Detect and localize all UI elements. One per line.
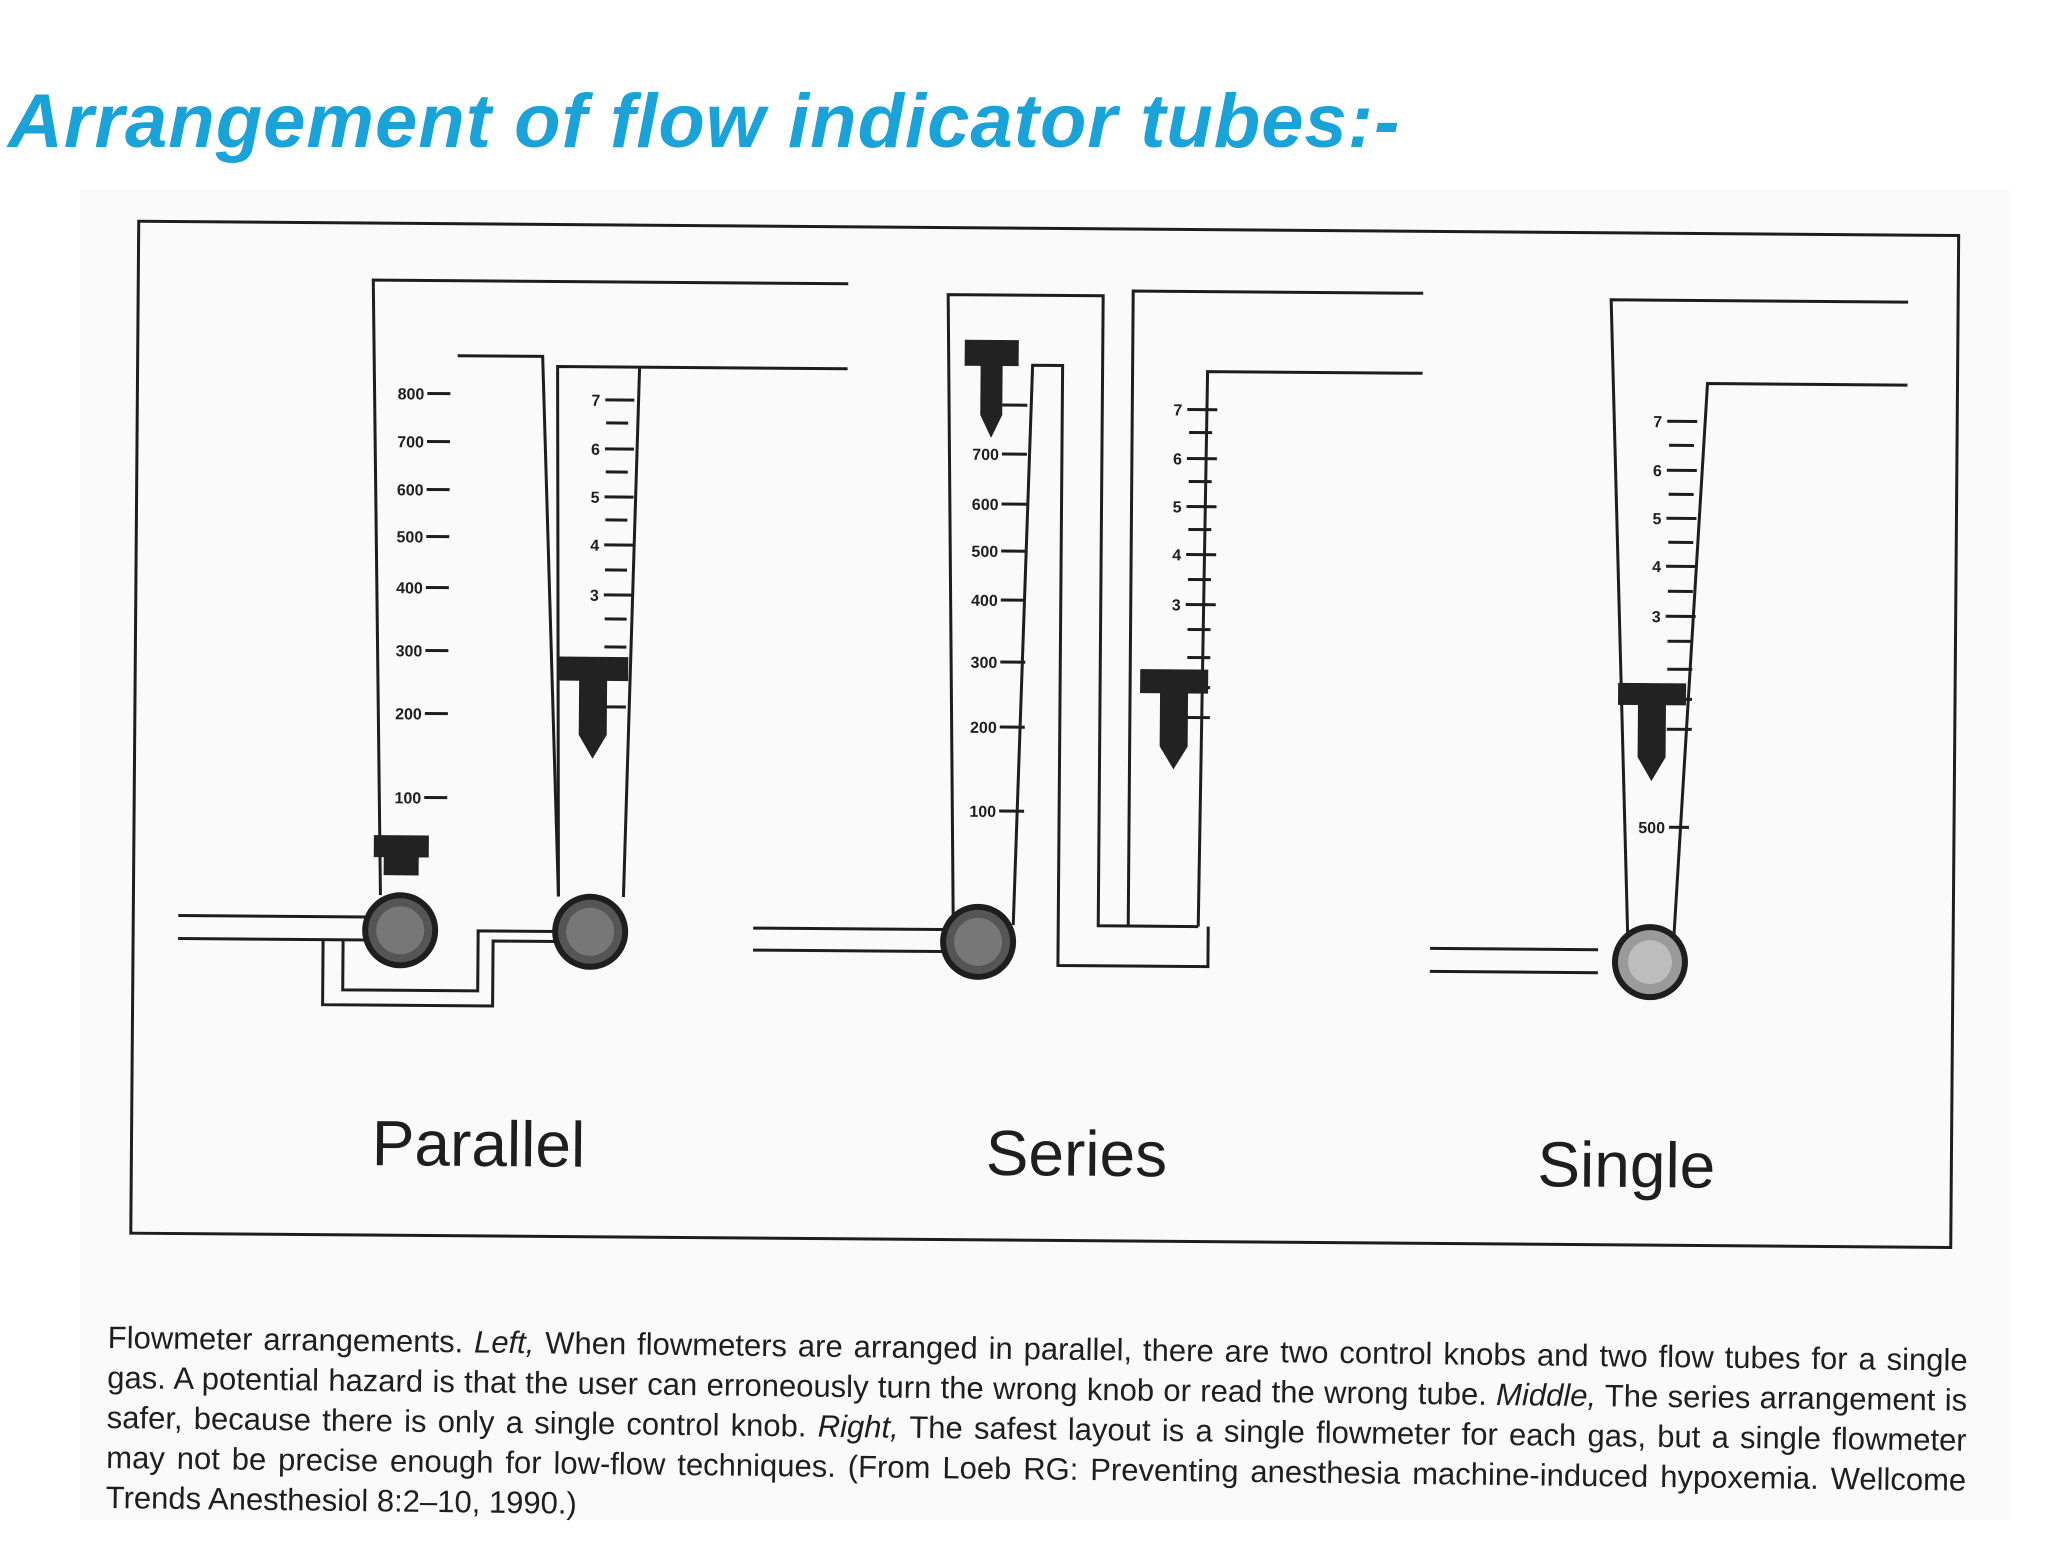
parallel-tube-a-left-wall	[368, 280, 848, 899]
caption-middle-label: Middle,	[1496, 1377, 1596, 1413]
parallel-float-a	[374, 835, 429, 875]
slide-title: Arrangement of flow indicator tubes:-	[8, 78, 1400, 165]
flowmeter-diagram: 800 700 600 500 400 300 200 100 7 6 5 4 …	[80, 190, 2010, 1300]
series-label: Series	[985, 1117, 1167, 1190]
sng-label-4: 3	[1652, 609, 1661, 626]
sng-label-5: 500	[1638, 820, 1665, 837]
single-float	[1617, 683, 1686, 782]
ser-a-label-6: 100	[969, 804, 996, 821]
par-b-label-0: 7	[591, 393, 600, 410]
figure-frame	[131, 221, 1959, 1247]
ser-a-label-2: 500	[971, 544, 998, 561]
ser-a-label-1: 600	[972, 497, 999, 514]
par-a-label-6: 200	[395, 706, 422, 723]
ser-b-label-1: 6	[1173, 451, 1182, 468]
caption-left-label: Left,	[474, 1324, 535, 1360]
ser-b-label-3: 4	[1172, 547, 1181, 564]
caption-lead: Flowmeter arrangements.	[108, 1320, 475, 1359]
single-label: Single	[1537, 1128, 1715, 1201]
single-panel	[1430, 298, 1908, 975]
ser-a-label-4: 300	[971, 655, 998, 672]
ser-b-label-4: 3	[1172, 597, 1181, 614]
parallel-knob-b-icon	[552, 893, 629, 970]
sng-label-1: 6	[1653, 463, 1662, 480]
parallel-panel	[178, 279, 849, 1009]
par-a-label-4: 400	[396, 580, 423, 597]
sng-label-3: 4	[1652, 559, 1661, 576]
parallel-tube-a-ticks	[424, 393, 450, 797]
parallel-knob-a-icon	[362, 892, 439, 969]
parallel-label: Parallel	[371, 1107, 585, 1181]
par-a-label-1: 700	[397, 434, 424, 451]
par-a-label-5: 300	[396, 643, 423, 660]
sng-label-2: 5	[1652, 511, 1661, 528]
par-a-label-0: 800	[398, 386, 425, 403]
ser-b-label-2: 5	[1173, 499, 1182, 516]
caption-right-label: Right,	[818, 1409, 899, 1445]
sng-label-0: 7	[1653, 414, 1662, 431]
par-b-label-1: 6	[591, 442, 600, 459]
par-b-label-4: 3	[590, 588, 599, 605]
series-float-a	[964, 340, 1019, 438]
parallel-tube-b-right-wall	[623, 367, 639, 897]
parallel-tube-a-right-wall	[453, 356, 562, 897]
figure-caption: Flowmeter arrangements. Left, When flowm…	[106, 1318, 1968, 1541]
ser-a-label-3: 400	[971, 593, 998, 610]
single-knob-icon	[1612, 924, 1689, 1001]
par-a-label-2: 600	[397, 482, 424, 499]
par-b-label-3: 4	[590, 538, 599, 555]
series-float-b	[1139, 669, 1208, 770]
par-b-label-2: 5	[591, 490, 600, 507]
ser-a-label-5: 200	[970, 720, 997, 737]
series-knob-icon	[940, 904, 1017, 981]
par-a-label-7: 100	[394, 790, 421, 807]
ser-a-label-0: 700	[972, 447, 999, 464]
ser-b-label-0: 7	[1173, 402, 1182, 419]
series-panel	[753, 288, 1423, 968]
par-a-label-3: 500	[396, 529, 423, 546]
